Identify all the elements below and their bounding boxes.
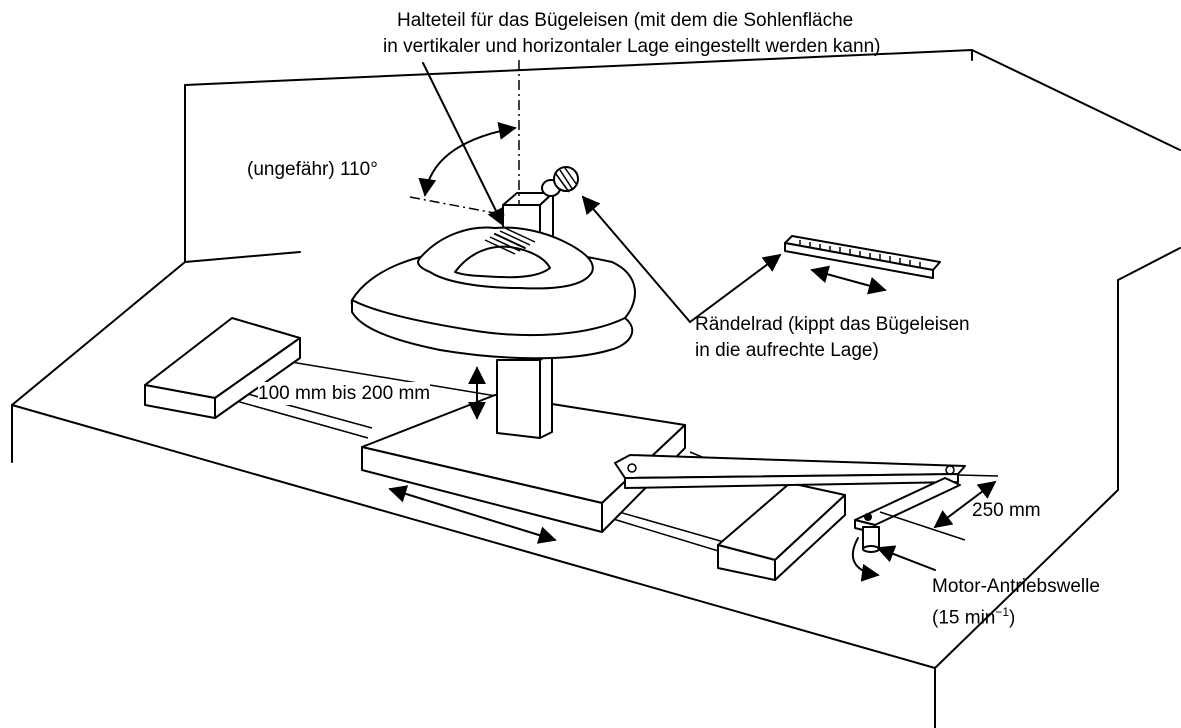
arm-length-label: 250 mm	[972, 500, 1041, 521]
motor-shaft-label-line2: (15 min−1)	[932, 601, 1015, 629]
motor-shaft	[862, 526, 880, 553]
height-range-label: 100 mm bis 200 mm	[258, 382, 431, 405]
knurled-wheel	[541, 166, 579, 197]
back-wall	[184, 49, 1181, 491]
annotation-arrows	[388, 62, 999, 582]
iron	[350, 226, 636, 360]
crank-arm	[854, 477, 961, 534]
knurled-wheel-label-line1: Rändelrad (kippt das Bügeleisen	[695, 314, 970, 335]
holder-label-line2: in vertikaler und horizontaler Lage eing…	[383, 36, 881, 57]
connecting-rod	[614, 454, 966, 489]
motor-shaft-label-line1: Motor-Antriebswelle	[932, 576, 1100, 597]
angle-label: (ungefähr) 110°	[247, 159, 378, 180]
motor-speed-suffix: )	[1009, 607, 1016, 629]
knurled-wheel-label-line2: in die aufrechte Lage)	[695, 340, 879, 361]
motor-speed-prefix: (15 min	[932, 607, 996, 629]
scale-rack	[784, 235, 941, 279]
bench	[11, 251, 1119, 728]
left-end-block	[144, 317, 301, 419]
right-end-block	[717, 482, 846, 581]
holder-label-line1: Halteteil für das Bügeleisen (mit dem di…	[397, 10, 854, 31]
vertical-column	[496, 351, 553, 439]
motor-speed-exponent: −1	[995, 605, 1010, 619]
